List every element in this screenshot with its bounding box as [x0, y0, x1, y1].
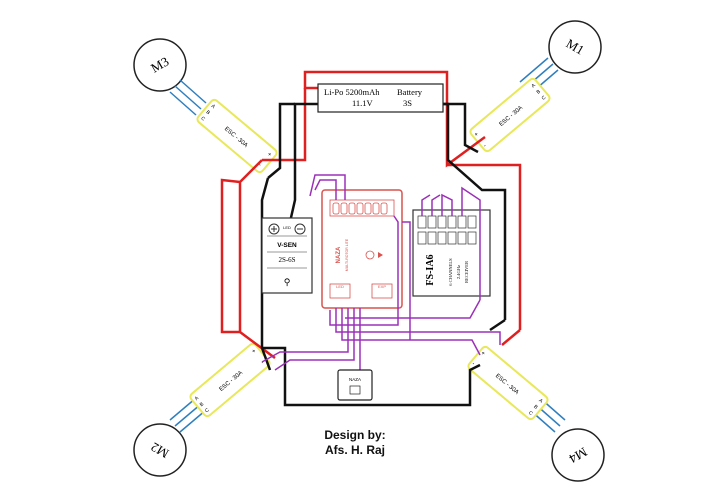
battery-voltage: 11.1V [352, 98, 374, 108]
motor-m4: M4 [551, 428, 605, 482]
svg-text:+: + [479, 350, 486, 357]
svg-text:6 CHANNELS: 6 CHANNELS [448, 258, 453, 286]
controller-brand: NAZA [336, 246, 342, 263]
svg-text:2.4GHz: 2.4GHz [456, 265, 461, 279]
controller-led-port: LED [336, 284, 344, 289]
svg-text:A: A [530, 82, 537, 89]
battery: Li-Po 5200mAh Battery 11.1V 3S [317, 83, 444, 113]
receiver: FS-IA6 6 CHANNELS 2.4GHz RECEIVER [412, 209, 491, 297]
svg-text:LED: LED [283, 225, 291, 230]
motor-m1: M1 [548, 20, 602, 74]
esc-m4: ESC - 30A A B C + - [467, 345, 549, 421]
controller-model: MULTI-ROTOR LITE [345, 238, 349, 271]
svg-text:-: - [260, 360, 265, 366]
usb-icon: ⚲ [284, 277, 291, 287]
vsen-title: V-SEN [277, 242, 297, 249]
svg-text:A: A [210, 103, 217, 110]
svg-text:-: - [470, 361, 475, 367]
svg-text:C: C [199, 116, 206, 123]
svg-text:C: C [527, 410, 534, 417]
vsen-range: 2S-6S [278, 256, 295, 264]
credit-line-1: Design by: [324, 428, 386, 442]
controller-orientation-icon [365, 250, 375, 260]
power-positive-wires [220, 70, 522, 360]
esc-m3: ESC - 30A A B C + - [196, 98, 278, 174]
svg-text:A: A [537, 398, 544, 405]
svg-text:-: - [483, 143, 488, 149]
voltage-sensor: LED V-SEN 2S-6S ⚲ [261, 217, 313, 294]
design-credit: Design by: Afs. H. Raj [300, 428, 410, 458]
svg-text:C: C [204, 407, 211, 414]
flight-controller: NAZA MULTI-ROTOR LITE LED EXP [321, 189, 403, 309]
controller-arrow-icon [378, 252, 383, 258]
motor-m2: M2 [133, 423, 187, 477]
led-module-label: NAZA [349, 377, 361, 382]
battery-cells: 3S [403, 98, 412, 108]
credit-line-2: Afs. H. Raj [324, 443, 385, 457]
esc-m1: ESC - 30A A B C + - [469, 77, 551, 153]
svg-text:+: + [266, 152, 273, 159]
svg-text:C: C [541, 95, 548, 102]
svg-text:-: - [257, 162, 262, 168]
svg-text:A: A [194, 395, 201, 402]
battery-label: Battery [397, 87, 423, 97]
naza-led-module: NAZA [337, 369, 373, 401]
esc-m2: ESC - 30A A B C + - [189, 342, 271, 418]
motor-m3: M3 [133, 38, 187, 92]
led-bulb-icon [349, 385, 361, 395]
svg-text:B: B [532, 404, 539, 411]
battery-capacity: Li-Po 5200mAh [324, 87, 380, 97]
svg-text:B: B [536, 88, 543, 95]
controller-exp-port: EXP [378, 284, 386, 289]
receiver-model: FS-IA6 [425, 254, 436, 285]
svg-text:+: + [474, 131, 481, 138]
svg-text:B: B [199, 401, 206, 408]
svg-text:RECEIVER: RECEIVER [464, 261, 469, 283]
signal-wires [261, 174, 501, 373]
svg-text:B: B [205, 109, 212, 116]
svg-text:+: + [251, 348, 258, 355]
